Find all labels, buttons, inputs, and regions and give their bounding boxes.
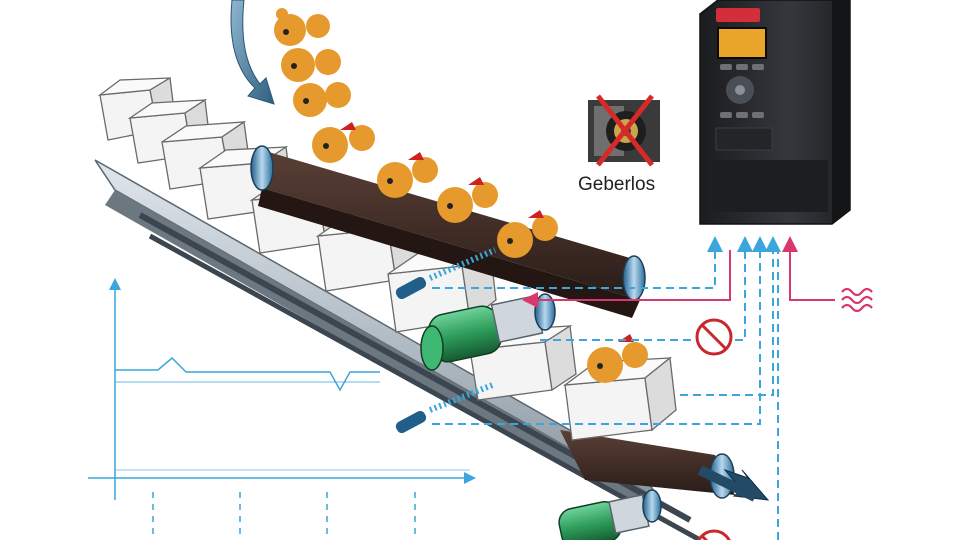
ac-supply-wave-icon [841,287,873,313]
teddy-3 [293,82,351,117]
teddy-5 [377,152,438,198]
signal-lines [432,236,835,540]
teddy-belt [250,145,646,318]
teddy-6 [437,177,498,223]
teddy-in-box [587,334,648,383]
teddy-4 [312,122,375,163]
crossed-out-encoder-icon [588,94,660,167]
upper-sensor [395,247,497,300]
teddy-bears [274,8,648,383]
prohibited-icon-lower [695,529,733,545]
teddy-2 [281,48,341,82]
teddy-1 [274,8,330,46]
teddy-7 [497,210,558,258]
output-arrow-shaft [697,465,758,502]
timing-graph [88,278,476,540]
prohibited-icon [695,318,733,356]
infeed-arrow [230,0,275,105]
lower-motor [558,489,662,545]
encoderless-label: Geberlos [578,174,656,195]
frequency-converter-icon [699,0,851,225]
lower-sensor [395,381,497,434]
